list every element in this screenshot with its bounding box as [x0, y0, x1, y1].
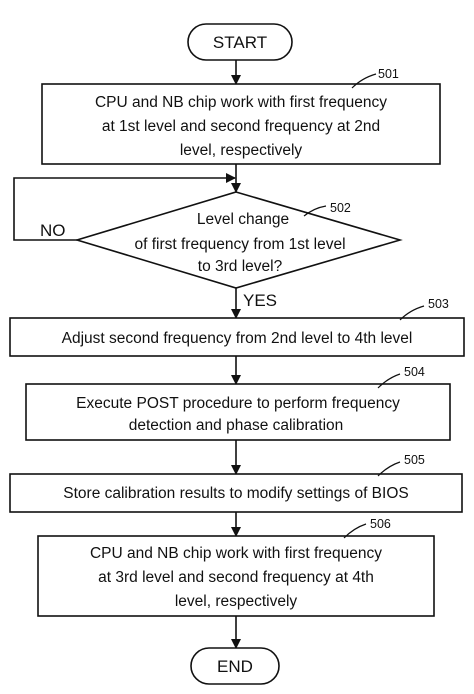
step-504-box [25, 383, 451, 441]
step-505-ref-leader [377, 461, 401, 477]
step-506-box [37, 535, 435, 617]
step-501-ref: 501 [378, 67, 399, 81]
step-506-line-3: level, respectively [175, 593, 298, 610]
step-506-ref-leader [343, 523, 367, 539]
step-503-ref: 503 [428, 297, 449, 311]
step-503-line-1: Adjust second frequency from 2nd level t… [62, 330, 413, 347]
step-505-box [9, 473, 463, 513]
end-label: END [217, 657, 253, 676]
decision-502-line-2: of first frequency from 1st level [134, 236, 345, 253]
end-terminal [190, 647, 280, 685]
step-506-ref: 506 [370, 517, 391, 531]
step-504-ref: 504 [404, 365, 425, 379]
yes-label: YES [243, 291, 277, 310]
step-501-box [41, 83, 441, 165]
no-loop-line [13, 173, 236, 241]
step-504-line-1: Execute POST procedure to perform freque… [76, 395, 400, 412]
decision-502-ref: 502 [330, 201, 351, 215]
step-501-ref-leader [351, 73, 377, 89]
step-506-line-2: at 3rd level and second frequency at 4th [98, 569, 374, 586]
step-504-line-2: detection and phase calibration [129, 417, 344, 434]
start-label: START [213, 33, 267, 52]
decision-502-ref-leader [303, 205, 327, 217]
decision-502-line-1: Level change [197, 211, 289, 228]
step-505-line-1: Store calibration results to modify sett… [63, 485, 408, 502]
start-terminal [187, 23, 293, 61]
no-label: NO [40, 221, 66, 240]
step-503-ref-leader [399, 305, 425, 321]
step-505-ref: 505 [404, 453, 425, 467]
step-503-box [9, 317, 465, 357]
step-501-line-3: level, respectively [180, 142, 303, 159]
step-501-line-1: CPU and NB chip work with first frequenc… [95, 94, 387, 111]
step-501-line-2: at 1st level and second frequency at 2nd [102, 118, 380, 135]
step-504-ref-leader [377, 373, 401, 389]
decision-502-line-3: to 3rd level? [198, 258, 283, 275]
step-506-line-1: CPU and NB chip work with first frequenc… [90, 545, 382, 562]
